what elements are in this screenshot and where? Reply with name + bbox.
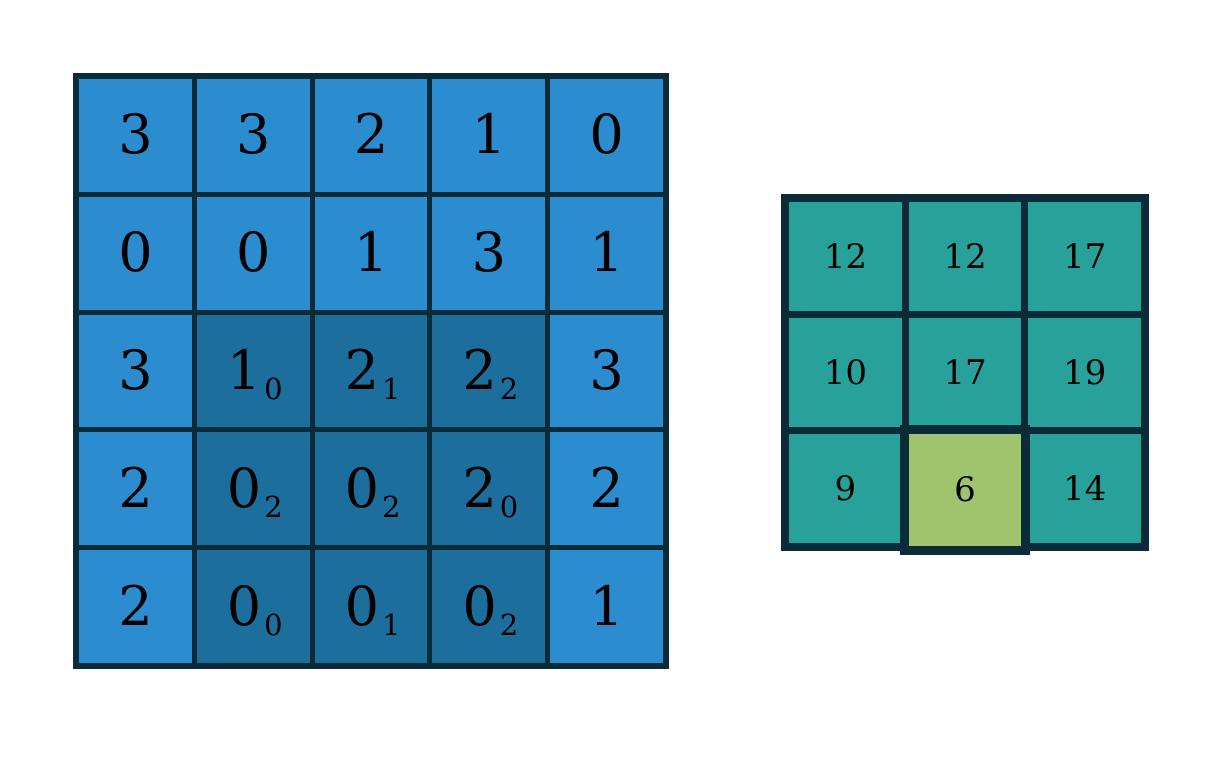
input-cell-r0-c0: 3 (79, 79, 192, 192)
output-cell-value: 6 (954, 470, 976, 510)
input-cell-value: 2 (462, 338, 497, 402)
input-cell-r4-c4: 1 (550, 550, 663, 663)
input-cell-value: 0 (589, 103, 624, 167)
input-cell-subscript: 0 (264, 608, 283, 643)
output-cell-value: 14 (1063, 468, 1107, 509)
input-cell-value: 3 (118, 338, 153, 402)
input-cell-subscript: 0 (499, 490, 519, 525)
input-cell-subscript: 1 (381, 372, 401, 407)
output-cell-value: 17 (943, 352, 987, 393)
input-cell-value: 1 (353, 221, 389, 285)
input-cell-value: 2 (462, 456, 497, 520)
output-cell-value: 12 (943, 236, 987, 277)
input-cell-value: 0 (226, 456, 262, 520)
output-cell-r2-c0: 9 (789, 434, 902, 543)
output-cell-value: 17 (1063, 236, 1107, 277)
input-cell-subscript: 2 (381, 490, 401, 525)
input-cell-r0-c4: 0 (550, 79, 663, 192)
output-cell-r0-c2: 17 (1028, 202, 1141, 311)
input-cell-r1-c2: 1 (314, 196, 428, 310)
input-cell-value: 1 (589, 221, 624, 285)
input-cell-value: 1 (589, 574, 624, 638)
output-cell-r1-c1: 17 (908, 318, 1022, 427)
input-cell-r4-c0: 2 (79, 550, 192, 663)
input-cell-value: 0 (226, 574, 262, 638)
output-cell-value: 12 (823, 236, 867, 277)
input-cell-r1-c1: 0 (196, 196, 310, 310)
input-cell-r2-c4: 3 (550, 314, 663, 428)
input-cell-value: 0 (344, 456, 379, 520)
input-cell-subscript: 2 (264, 490, 283, 525)
input-cell-value: 2 (118, 456, 153, 520)
input-cell-r0-c1: 3 (196, 79, 310, 192)
input-cell-r0-c3: 1 (432, 79, 546, 192)
input-cell-value: 0 (344, 574, 379, 638)
input-cell-value: 3 (236, 103, 271, 167)
input-cell-value: 2 (118, 574, 153, 638)
output-cell-value: 19 (1063, 352, 1107, 393)
input-cell-value: 2 (344, 338, 379, 402)
input-cell-r0-c2: 2 (314, 79, 428, 192)
output-cell-r1-c2: 19 (1028, 318, 1141, 427)
input-cell-r1-c0: 0 (79, 196, 192, 310)
input-cell-subscript: 2 (499, 608, 519, 643)
input-cell-r1-c4: 1 (550, 196, 663, 310)
input-cell-subscript: 0 (264, 372, 283, 407)
output-cell-value: 9 (834, 468, 857, 509)
output-cell-r0-c1: 12 (908, 202, 1022, 311)
input-cell-value: 1 (226, 338, 262, 402)
input-cell-value: 0 (462, 574, 497, 638)
input-cell-value: 0 (236, 221, 271, 285)
output-cell-r0-c0: 12 (789, 202, 902, 311)
input-cell-subscript: 1 (381, 608, 401, 643)
input-cell-value: 3 (118, 103, 153, 167)
output-cell-r1-c0: 10 (789, 318, 902, 427)
input-cell-value: 3 (589, 338, 624, 402)
input-cell-r2-c0: 3 (79, 314, 192, 428)
output-cell-r2-c2: 14 (1028, 434, 1141, 543)
input-cell-value: 3 (471, 221, 506, 285)
input-cell-r3-c0: 2 (79, 432, 192, 546)
input-cell-value: 0 (118, 221, 153, 285)
output-matrix-grid: 12 12 17 10 17 19 9 6 14 (781, 194, 1149, 555)
input-cell-r3-c4: 2 (550, 432, 663, 546)
input-cell-subscript: 2 (499, 372, 519, 407)
output-cell-highlighted-r2-c1: 6 (899, 425, 1031, 555)
input-cell-value: 2 (589, 456, 624, 520)
input-cell-value: 1 (471, 103, 506, 167)
input-cell-value: 2 (353, 103, 389, 167)
input-cell-r1-c3: 3 (432, 196, 546, 310)
output-cell-value: 10 (823, 352, 867, 393)
